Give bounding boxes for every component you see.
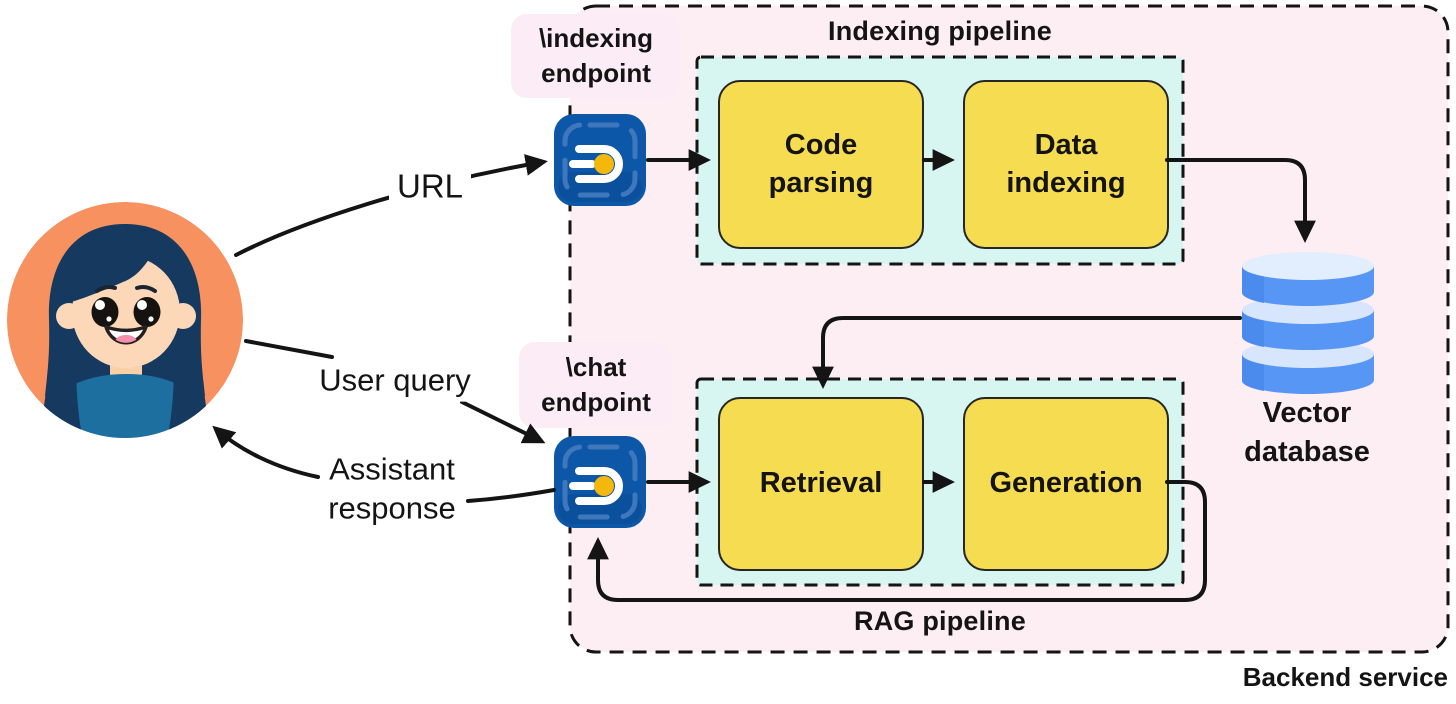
indexing-pipeline-title: Indexing pipeline xyxy=(828,16,1052,46)
backend-service-title: Backend service xyxy=(1242,662,1448,692)
data-indexing-node: Data indexing xyxy=(963,80,1169,249)
code-parsing-node: Code parsing xyxy=(718,80,924,249)
chat-endpoint-label: \chat endpoint xyxy=(519,342,673,428)
api-endpoint-icon xyxy=(554,114,646,206)
user-avatar xyxy=(7,202,243,438)
vector-database-label: Vector database xyxy=(1244,397,1370,469)
eyebrow-right xyxy=(135,285,157,293)
indexing-endpoint-label: \indexing endpoint xyxy=(511,14,681,98)
eyebrow-left xyxy=(95,285,117,293)
db-disk-top xyxy=(1241,252,1374,306)
eye-left xyxy=(91,297,119,327)
retrieval-node: Retrieval xyxy=(718,397,924,571)
eye-right xyxy=(133,297,161,327)
hair-fringe xyxy=(69,226,184,302)
mouth xyxy=(104,325,148,345)
hair-side-left xyxy=(37,310,83,438)
generation-node: Generation xyxy=(963,397,1169,571)
rag-pipeline-title: RAG pipeline xyxy=(854,606,1026,636)
hair-side-right xyxy=(167,310,213,438)
api-endpoint-icon xyxy=(554,436,646,528)
vector-database-icon xyxy=(1241,252,1374,394)
